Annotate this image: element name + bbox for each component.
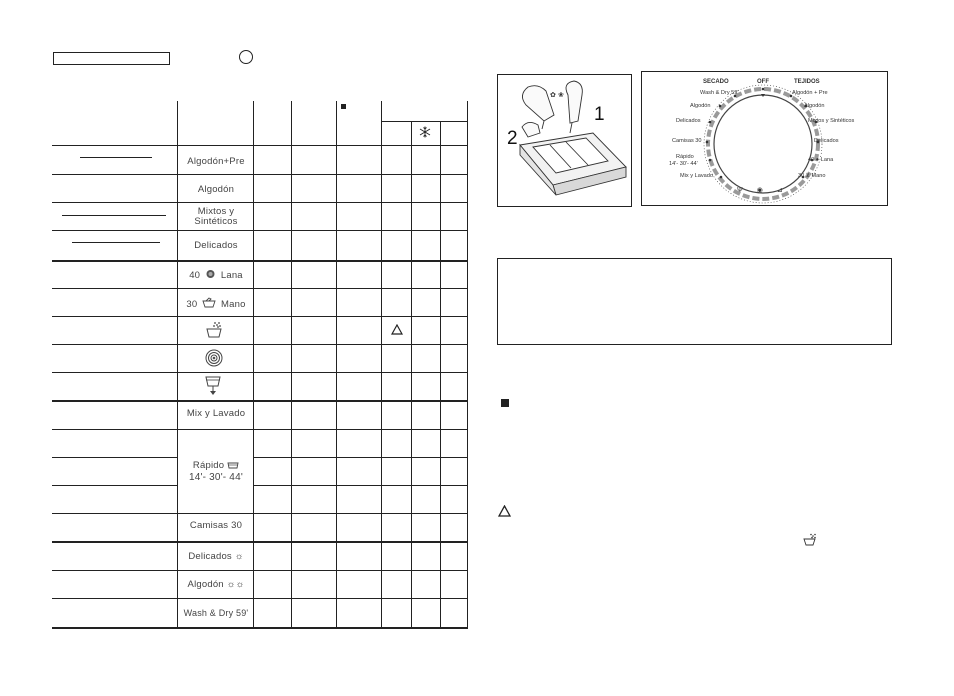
rinse-icon: [803, 533, 816, 546]
dial-header-off: OFF: [757, 79, 769, 85]
square-icon: [501, 399, 509, 407]
dial-bottom-icons: Ψ ◉ ⊿: [737, 187, 789, 194]
header-label-box: [53, 52, 170, 65]
program-delicados: Delicados: [194, 240, 238, 251]
program-lana: 40 Lana: [189, 270, 243, 281]
dial-header-tejidos: TEJIDOS: [794, 79, 820, 85]
hand-wash-icon: [202, 297, 216, 308]
dial-left-wash-dry: Wash & Dry 59': [700, 90, 739, 96]
program-camisas-30: Camisas 30: [189, 520, 243, 531]
program-algodon-dry: Algodón ☼☼: [187, 579, 245, 590]
drain-icon: [205, 376, 221, 395]
program-mano: 30 Mano: [186, 297, 246, 310]
svg-text:✿: ✿: [550, 92, 556, 99]
dial-left-rapido-times: 14'- 30'- 44': [669, 161, 698, 167]
program-sinteticos: Sintéticos: [194, 216, 238, 227]
header-circle-icon: [239, 50, 253, 64]
drawer-label-2: 2: [507, 128, 518, 149]
dial-right-lana: 40 ● Lana: [808, 157, 834, 163]
dial-header-secado: SECADO: [703, 79, 729, 85]
dial-graphic: [703, 84, 823, 204]
dial-left-mix-lavado: Mix y Lavado: [680, 173, 713, 179]
program-delicados-dry: Delicados ☼: [188, 551, 244, 562]
note-box: [497, 258, 892, 345]
program-rapido: Rápido: [179, 460, 253, 471]
drawer-label-1: 1: [594, 104, 605, 125]
dial-left-rapido: Rápido: [676, 154, 694, 160]
dial-left-algodon: Algodón: [690, 103, 711, 109]
program-algodon: Algodón: [197, 184, 235, 195]
dial-left-delicados: Delicados: [676, 118, 701, 124]
snowflake-icon: [419, 126, 431, 138]
program-wash-dry: Wash & Dry 59': [183, 608, 249, 618]
svg-text:❀: ❀: [558, 92, 564, 99]
program-mix-y-lavado: Mix y Lavado: [186, 408, 246, 419]
dial-right-algodon-pre: Algodón + Pre: [792, 90, 828, 96]
dial-right-mano: 30 ⊻ Mano: [798, 173, 826, 179]
spin-icon: [205, 349, 223, 367]
detergent-drawer-figure: ✿ ❀ 1 2: [497, 74, 632, 207]
program-algodon-pre: Algodón+Pre: [187, 156, 245, 167]
program-dial-figure: SECADO OFF TEJIDOS Wash & Dry 59' Algodó…: [641, 71, 888, 206]
square-icon: [341, 104, 346, 109]
program-mixtos: Mixtos y: [197, 206, 235, 217]
sun-icon: ☼: [234, 551, 244, 562]
dial-right-algodon: Algodón: [804, 103, 825, 109]
wool-icon: [206, 270, 215, 278]
program-rapido-times: 14'- 30'- 44': [189, 472, 243, 483]
quick-wash-icon: [227, 462, 239, 469]
dial-right-delicados: Delicados: [814, 138, 839, 144]
rinse-icon: [206, 322, 222, 338]
triangle-icon: [498, 505, 511, 517]
sun-icon: ☼☼: [226, 579, 245, 590]
dial-left-camisas: Camisas 30: [672, 138, 702, 144]
detergent-drawer-illustration: ✿ ❀: [519, 80, 627, 196]
triangle-icon: [391, 324, 403, 335]
dial-right-mixtos: Mixtos y Sintéticos: [808, 118, 855, 124]
